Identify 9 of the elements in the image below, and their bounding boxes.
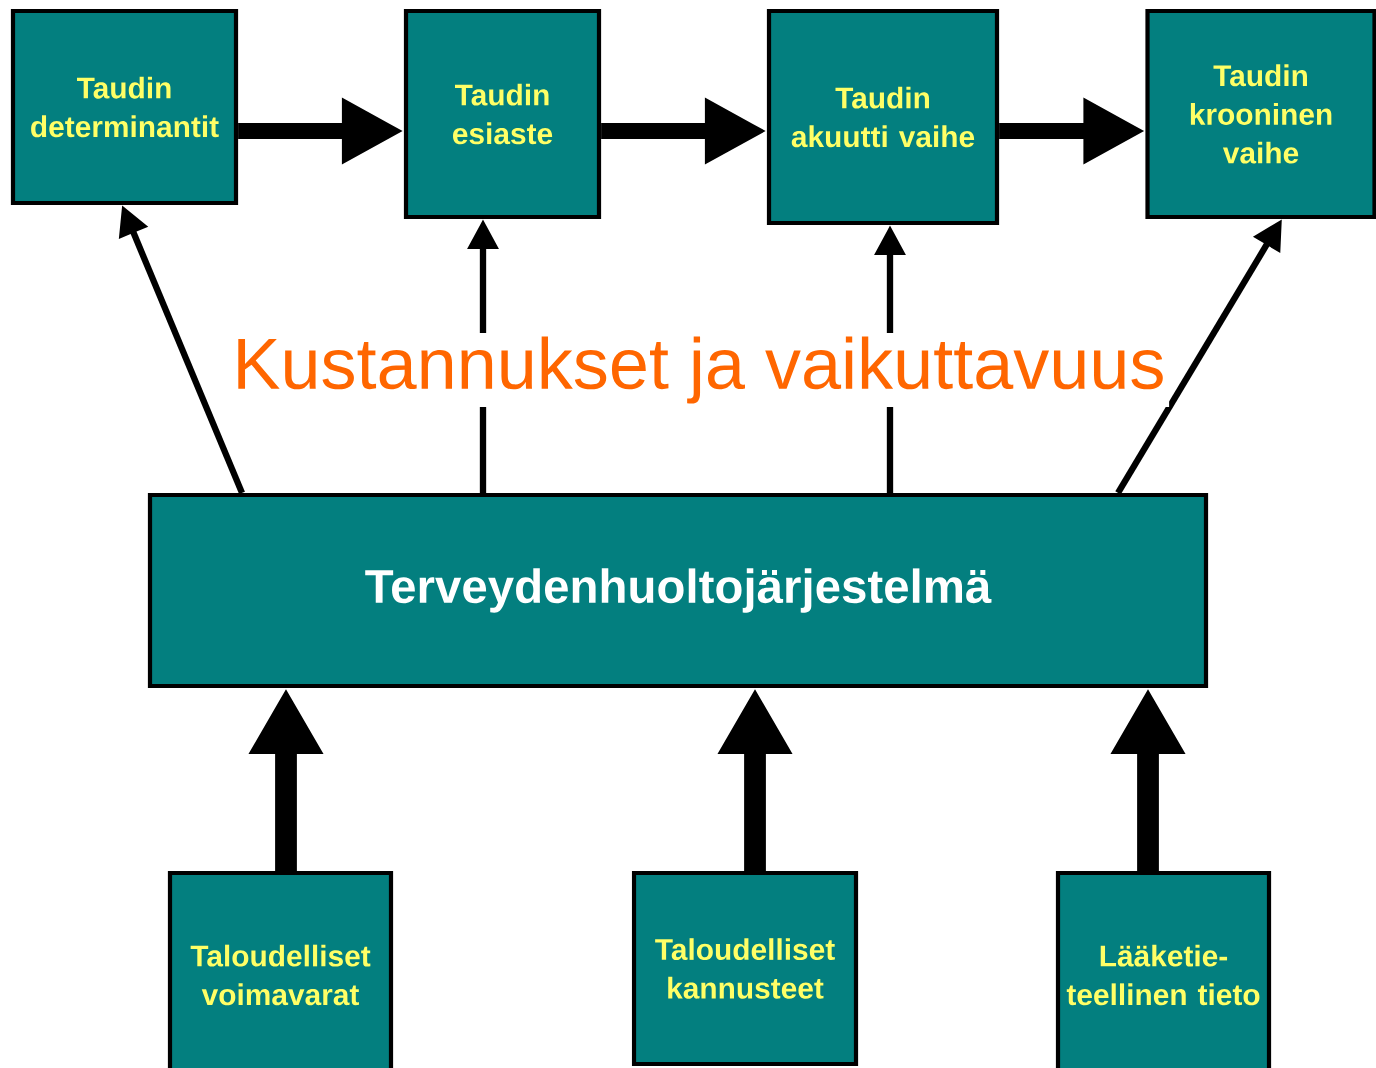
heading-text: Kustannukset ja vaikuttavuus [228, 332, 1170, 408]
process-box: Taudin determinantit [10, 8, 239, 206]
process-box: Taudin esiaste [403, 8, 602, 220]
process-box: Taudin krooninen vaihe [1145, 8, 1376, 220]
process-box: Taloudelliset voimavarat [167, 870, 394, 1068]
process-box: Taloudelliset kannusteet [631, 870, 859, 1067]
process-box: Terveydenhuoltojärjestelmä [147, 492, 1209, 689]
process-box: Lääketie- teellinen tieto [1055, 870, 1272, 1068]
process-box: Taudin akuutti vaihe [766, 8, 1000, 226]
